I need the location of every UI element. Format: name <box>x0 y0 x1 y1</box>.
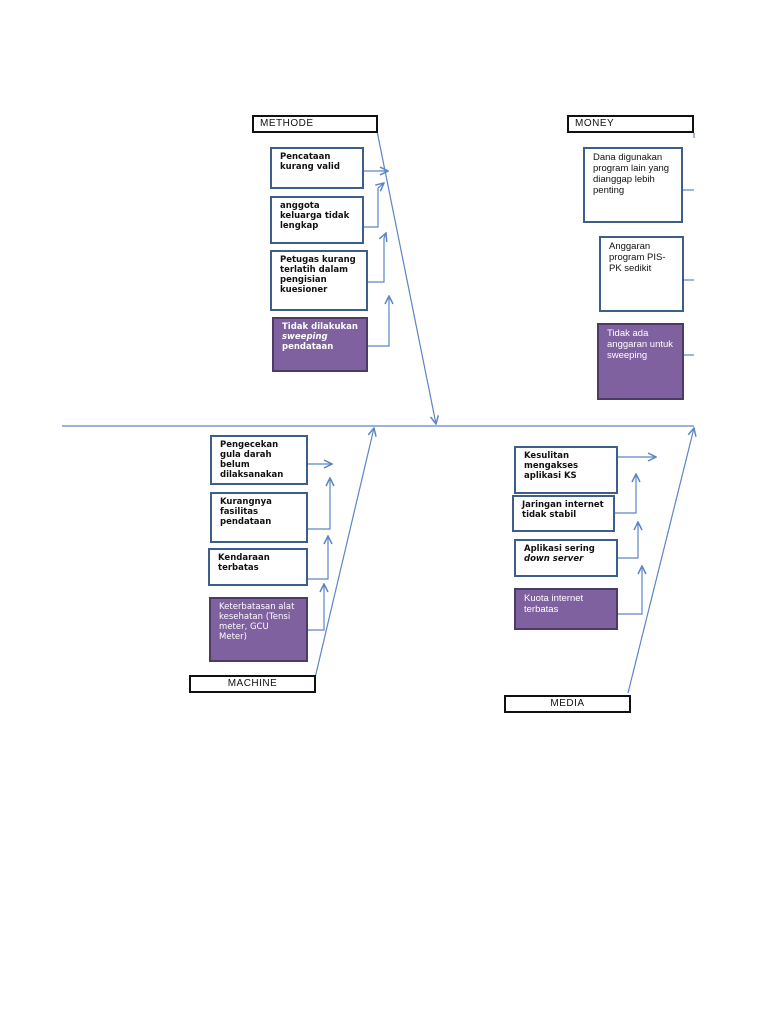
machine-cause-box: Pengecekan gula darah belum dilaksanakan <box>210 435 308 485</box>
media-cause-box-highlight: Kuota internet terbatas <box>514 588 618 630</box>
category-money: MONEY <box>567 115 694 133</box>
cause-text: Pencataan kurang valid <box>280 152 340 172</box>
media-cause-box: Kesulitan mengakses aplikasi KS <box>514 446 618 494</box>
cause-text: Kurangnya fasilitas pendataan <box>220 497 272 527</box>
media-cause-box: Aplikasi sering down server <box>514 539 618 577</box>
cause-text: Tidak ada anggaran untuk sweeping <box>607 328 674 361</box>
cause-text: Jaringan internet tidak stabil <box>522 500 604 520</box>
cause-text-italic: down server <box>524 554 584 564</box>
cause-text: Keterbatasan alat kesehatan (Tensi meter… <box>219 602 295 642</box>
methode-cause-box: Petugas kurang terlatih dalam pengisian … <box>270 250 368 311</box>
media-bone <box>627 428 694 694</box>
category-media: MEDIA <box>504 695 631 713</box>
media-sub-arrows <box>615 457 656 615</box>
machine-cause-box: Kendaraan terbatas <box>208 548 308 586</box>
cause-text: anggota keluarga tidak lengkap <box>280 201 350 231</box>
cause-text: Tidak dilakukan <box>282 322 358 332</box>
media-cause-box: Jaringan internet tidak stabil <box>512 495 615 532</box>
money-cause-box: Anggaran program PIS-PK sedikit <box>599 236 684 312</box>
cause-text: Kuota internet terbatas <box>524 593 584 615</box>
category-machine: MACHINE <box>189 675 316 693</box>
machine-cause-box: Kurangnya fasilitas pendataan <box>210 492 308 543</box>
methode-cause-box: Pencataan kurang valid <box>270 147 364 189</box>
cause-text: Kesulitan mengakses aplikasi KS <box>524 451 579 481</box>
machine-bone <box>314 428 374 679</box>
cause-text: Pengecekan gula darah belum dilaksanakan <box>220 440 284 480</box>
category-methode: METHODE <box>252 115 378 133</box>
methode-sub-arrows <box>364 171 389 347</box>
money-sub-arrows <box>682 189 694 356</box>
cause-text: pendataan <box>282 342 334 352</box>
machine-sub-arrows <box>308 464 332 631</box>
cause-text: Aplikasi sering <box>524 544 595 554</box>
methode-cause-box-highlight: Tidak dilakukan sweeping pendataan <box>272 317 368 372</box>
cause-text: Petugas kurang terlatih dalam pengisian … <box>280 255 356 295</box>
money-cause-box-highlight: Tidak ada anggaran untuk sweeping <box>597 323 684 400</box>
cause-text: Anggaran program PIS-PK sedikit <box>609 241 666 274</box>
cause-text-italic: sweeping <box>282 332 328 342</box>
cause-text: Kendaraan terbatas <box>218 553 270 573</box>
methode-cause-box: anggota keluarga tidak lengkap <box>270 196 364 244</box>
machine-cause-box-highlight: Keterbatasan alat kesehatan (Tensi meter… <box>209 597 308 662</box>
cause-text: Dana digunakan program lain yang diangga… <box>593 152 670 196</box>
money-cause-box: Dana digunakan program lain yang diangga… <box>583 147 683 223</box>
